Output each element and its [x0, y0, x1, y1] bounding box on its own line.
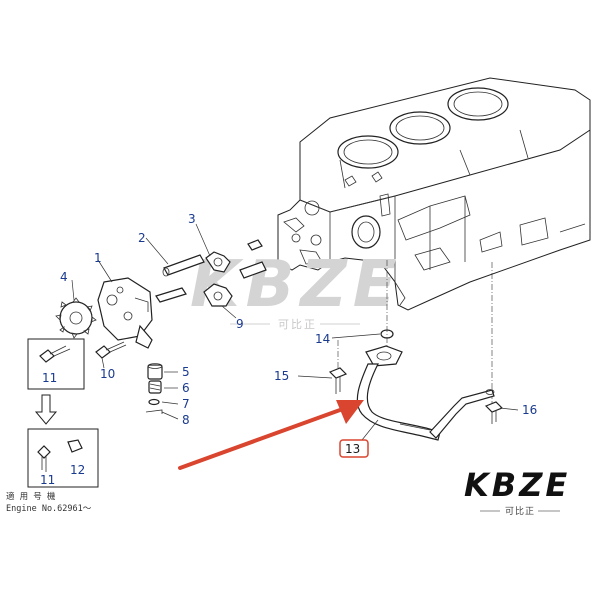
applicability-note: 適 用 号 機 Engine No.62961～ — [6, 491, 92, 514]
pump-shaft — [162, 254, 205, 277]
inner-rotor — [205, 251, 231, 273]
outer-rotor — [203, 283, 233, 307]
note-line-2: Engine No.62961～ — [6, 504, 92, 514]
callout-8: 8 — [182, 413, 190, 427]
callout-1: 1 — [94, 251, 102, 265]
callout-10: 10 — [100, 367, 115, 381]
watermark: KBZE 可比正 — [190, 248, 397, 331]
callout-4: 4 — [60, 270, 68, 284]
highlight-arrow — [178, 400, 364, 470]
oil-suction-pipe — [356, 345, 495, 441]
callout-7: 7 — [182, 397, 190, 411]
callout-5: 5 — [182, 365, 190, 379]
callout-9: 9 — [236, 317, 244, 331]
bolt-16 — [484, 401, 504, 424]
relief-valve-parts — [145, 363, 163, 414]
callout-11b: 11 — [40, 473, 55, 487]
leader-lines — [71, 223, 519, 441]
alignment-lines — [337, 260, 493, 404]
engine-block — [277, 77, 591, 311]
callout-13: 13 — [345, 442, 360, 456]
bolt-15 — [328, 367, 348, 394]
down-arrow — [34, 394, 58, 425]
callout-16: 16 — [522, 403, 537, 417]
oil-pump-group — [55, 239, 267, 414]
oil-pump-body — [97, 277, 153, 349]
callout-labels: 1 2 3 4 5 6 7 8 9 10 14 15 16 13 — [60, 212, 537, 458]
logo-sub: 可比正 — [505, 505, 535, 517]
callout-14: 14 — [315, 332, 330, 346]
watermark-sub: 可比正 — [278, 318, 317, 331]
detail-box-upper: 11 — [27, 338, 85, 390]
callout-2: 2 — [138, 231, 146, 245]
brand-logo: KBZE 可比正 — [464, 466, 570, 517]
callout-15: 15 — [274, 369, 289, 383]
drive-gear — [55, 297, 97, 339]
callout-12: 12 — [70, 463, 85, 477]
callout-3: 3 — [188, 212, 196, 226]
bolt-10 — [95, 341, 127, 359]
note-line-1: 適 用 号 機 — [6, 491, 56, 502]
callout-6: 6 — [182, 381, 190, 395]
callout-11a: 11 — [42, 371, 57, 385]
detail-box-lower: 11 12 — [27, 428, 99, 488]
logo-brand: KBZE — [464, 466, 570, 504]
